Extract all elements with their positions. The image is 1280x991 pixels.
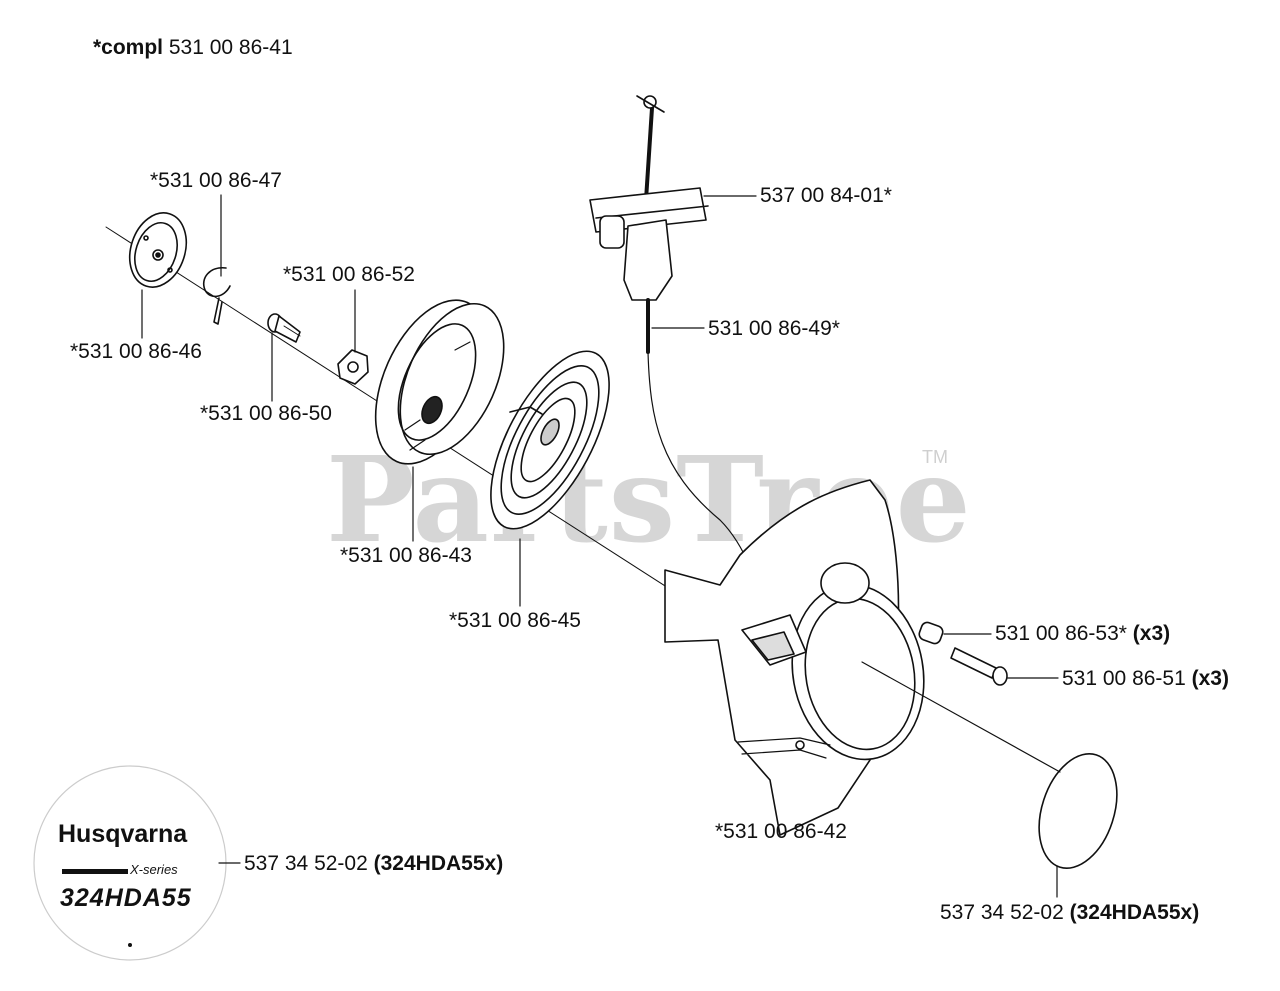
series-text: X-series — [130, 862, 178, 877]
watermark-trademark: TM — [922, 447, 948, 467]
label-p47[interactable]: *531 00 86-47 — [150, 169, 282, 192]
label-p51[interactable]: 531 00 86-51 (x3) — [1062, 668, 1229, 689]
screw-part — [267, 313, 301, 343]
label-p51-number: 531 00 86-51 — [1062, 667, 1186, 690]
label-p42[interactable]: *531 00 86-42 — [715, 820, 847, 843]
label-pdecal-number: 537 34 52-02 — [244, 852, 368, 875]
label-p53[interactable]: 531 00 86-53* (x3) — [995, 623, 1170, 644]
leader-lines — [141, 194, 1061, 898]
kit-title-prefix: *compl — [93, 36, 164, 59]
starter-handle-part — [589, 95, 709, 354]
label-pcap-number: 537 34 52-02 — [940, 901, 1064, 924]
label-p43[interactable]: *531 00 86-43 — [340, 544, 472, 567]
label-p50[interactable]: *531 00 86-50 — [200, 402, 332, 425]
label-p45[interactable]: *531 00 86-45 — [449, 609, 581, 632]
spacer-sleeve-part — [918, 621, 944, 645]
decal-cap-part — [1038, 752, 1118, 870]
label-p49[interactable]: 531 00 86-49* — [708, 317, 840, 340]
logo-decal-disc — [33, 765, 227, 961]
kit-title-number: 531 00 86-41 — [168, 36, 293, 59]
label-p53-qty: (x3) — [1132, 622, 1171, 645]
label-p46[interactable]: *531 00 86-46 — [70, 340, 202, 363]
recoil-spring-part — [490, 350, 610, 530]
fan-housing-part — [664, 479, 925, 836]
leader-pcap-to-housing — [861, 661, 1061, 773]
pawl-part — [337, 349, 369, 385]
label-p52[interactable]: *531 00 86-52 — [283, 263, 415, 286]
label-pdecal[interactable]: 537 34 52-02 (324HDA55x) — [244, 853, 503, 874]
kit-title: *compl 531 00 86-41 — [93, 37, 293, 58]
label-pcap-qty: (324HDA55x) — [1069, 901, 1200, 924]
label-p51-qty: (x3) — [1191, 667, 1229, 690]
rope-pulley-part — [374, 299, 505, 465]
label-p8401[interactable]: 537 00 84-01* — [760, 184, 892, 207]
label-pcap[interactable]: 537 34 52-02 (324HDA55x) — [940, 902, 1199, 923]
bolt-part — [950, 647, 1008, 686]
circlip-part — [203, 267, 231, 325]
husqvarna-logo-text: Husqvarna — [58, 820, 188, 848]
label-p53-number: 531 00 86-53* — [995, 622, 1127, 645]
model-text: 324HDA55 — [60, 884, 192, 912]
starter-cup-part — [128, 212, 188, 288]
label-pdecal-qty: (324HDA55x) — [373, 852, 504, 875]
